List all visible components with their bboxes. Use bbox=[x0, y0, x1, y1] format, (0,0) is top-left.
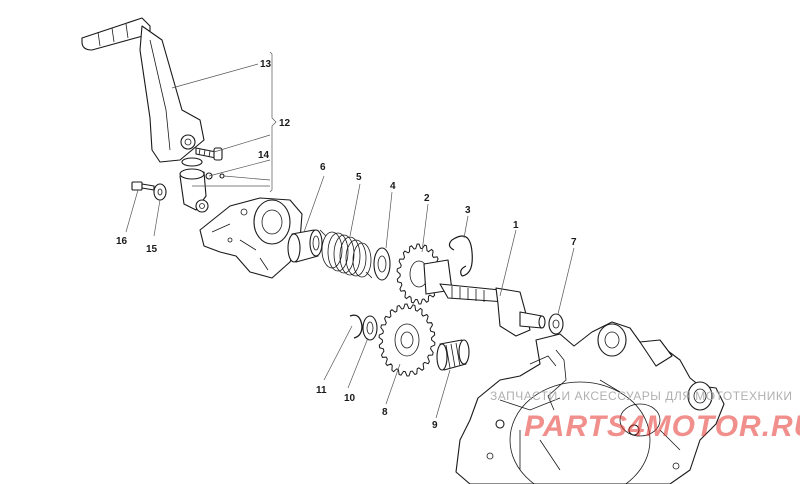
leader-lines bbox=[125, 51, 575, 419]
gear-2-part bbox=[396, 243, 453, 305]
screw-16-part bbox=[131, 181, 155, 191]
kick-shaft-1-part bbox=[439, 283, 546, 337]
washer-10-part bbox=[362, 315, 378, 341]
callout-2: 2 bbox=[424, 193, 430, 204]
callout-10: 10 bbox=[344, 393, 356, 404]
callout-1: 1 bbox=[513, 220, 519, 231]
left-case-fragment bbox=[199, 197, 303, 279]
callout-8: 8 bbox=[382, 407, 388, 418]
callout-12: 12 bbox=[279, 118, 291, 129]
callout-7: 7 bbox=[571, 237, 577, 248]
washer-4-part bbox=[373, 247, 391, 281]
callout-14: 14 bbox=[258, 150, 270, 161]
right-crankcase-part bbox=[455, 321, 725, 484]
needle-bearing-9-part bbox=[436, 339, 470, 371]
washer-7-part bbox=[548, 313, 564, 335]
lever-bolt-part bbox=[195, 147, 223, 161]
watermark-caption: ЗАПЧАСТИ И АКСЕССУАРЫ ДЛЯ МОТОТЕХНИКИ bbox=[490, 389, 792, 403]
kick-lever-part bbox=[81, 17, 205, 163]
callout-5: 5 bbox=[356, 172, 362, 183]
callout-9: 9 bbox=[432, 420, 438, 431]
bushing-6-part bbox=[287, 229, 323, 263]
callout-15: 15 bbox=[146, 244, 158, 255]
circlip-3-part bbox=[448, 235, 473, 277]
callout-13: 13 bbox=[260, 59, 272, 70]
spring-5-part bbox=[319, 229, 373, 279]
circlip-11-part bbox=[349, 314, 363, 339]
watermark-brand: PARTS4MOTOR.RU bbox=[524, 410, 800, 443]
callout-6: 6 bbox=[320, 162, 326, 173]
callout-3: 3 bbox=[465, 205, 471, 216]
washer-15-part bbox=[153, 183, 167, 201]
gear-8-part bbox=[378, 303, 436, 377]
callout-11: 11 bbox=[316, 385, 327, 396]
callout-16: 16 bbox=[116, 236, 128, 247]
callout-4: 4 bbox=[390, 181, 396, 192]
lever-hub-part bbox=[179, 157, 225, 213]
